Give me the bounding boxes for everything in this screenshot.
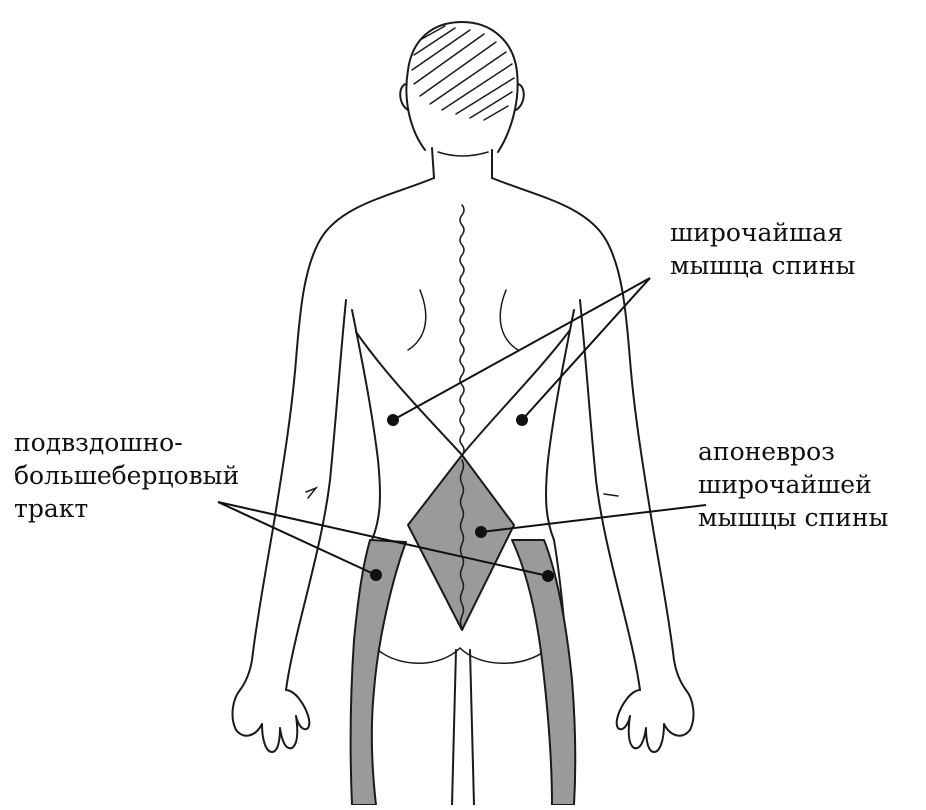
marker-dot-lat-right	[516, 414, 528, 426]
marker-dot-itb-right	[542, 570, 554, 582]
marker-dot-itb-left	[370, 569, 382, 581]
label-latissimus-line2: мышца спины	[670, 249, 855, 282]
head	[400, 22, 524, 152]
label-iliotibial-line1: подвздошно-	[14, 426, 239, 459]
neck	[432, 148, 492, 178]
label-iliotibial-line2: большеберцовый	[14, 459, 239, 492]
label-iliotibial-tract: подвздошно- большеберцовый тракт	[14, 426, 239, 525]
label-iliotibial-line3: тракт	[14, 492, 239, 525]
hair-hatching	[412, 26, 514, 120]
marker-dot-lat-left	[387, 414, 399, 426]
label-aponeurosis-line1: апоневроз	[698, 435, 888, 468]
label-aponeurosis-line3: мышцы спины	[698, 501, 888, 534]
label-aponeurosis: апоневроз широчайшей мышцы спины	[698, 435, 888, 534]
label-latissimus-line1: широчайшая	[670, 216, 855, 249]
marker-dot-aponeurosis	[475, 526, 487, 538]
label-aponeurosis-line2: широчайшей	[698, 468, 888, 501]
spine	[460, 205, 464, 465]
label-latissimus-dorsi: широчайшая мышца спины	[670, 216, 855, 282]
